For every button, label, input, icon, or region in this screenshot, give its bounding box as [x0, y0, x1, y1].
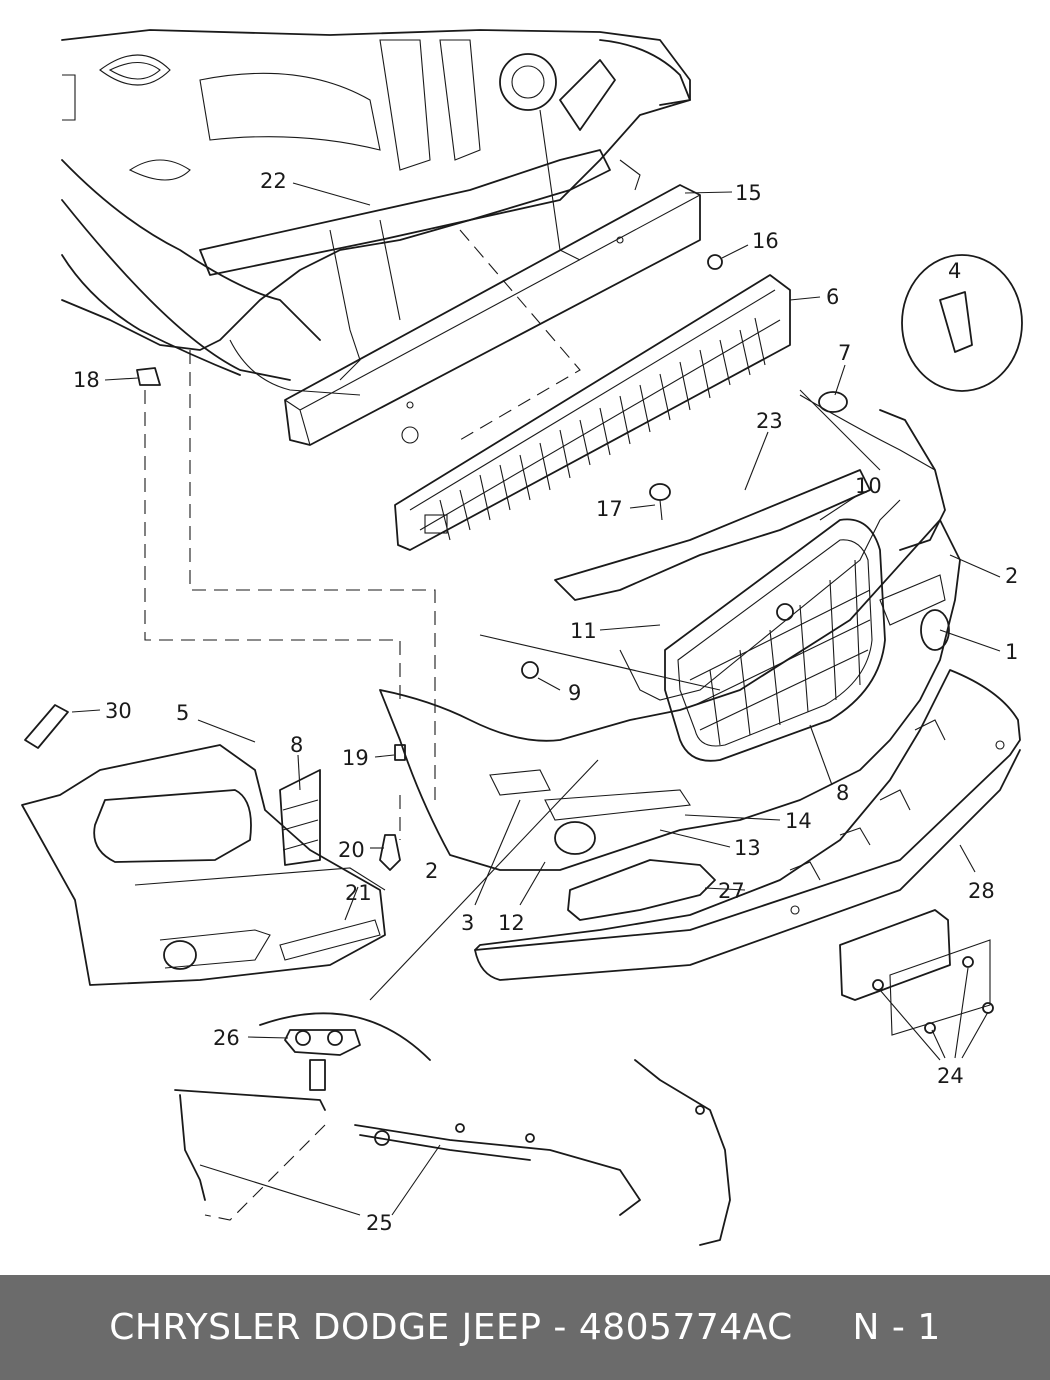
callout-12: 12 [498, 911, 525, 935]
front-fascia [379, 394, 961, 871]
screw-19 [394, 744, 406, 761]
callout-1: 1 [1005, 640, 1018, 664]
grille [664, 518, 886, 762]
callout-7: 7 [838, 341, 851, 365]
washer-detail [259, 1012, 431, 1091]
lower-valance [474, 669, 1021, 981]
callout-16: 16 [752, 229, 779, 253]
callout-20: 20 [338, 838, 365, 862]
body-structure [61, 29, 691, 396]
callout-10: 10 [855, 474, 882, 498]
reinforcement-beam [284, 184, 701, 446]
callout-8-right: 8 [836, 781, 849, 805]
callout-8-left: 8 [290, 733, 303, 757]
callout-2-top: 2 [1005, 564, 1018, 588]
callout-25: 25 [366, 1211, 393, 1235]
callout-30: 30 [105, 699, 132, 723]
callout-4: 4 [948, 259, 961, 283]
callout-17: 17 [596, 497, 623, 521]
callout-26: 26 [213, 1026, 240, 1050]
parts-diagram: 22 15 16 6 4 7 18 23 10 17 2 11 1 9 30 5… [21, 29, 1023, 1246]
footer-part-number: CHRYSLER DODGE JEEP - 4805774AC N - 1 [109, 1307, 941, 1348]
callout-numbers: 22 15 16 6 4 7 18 23 10 17 2 11 1 9 30 5… [73, 169, 1018, 1235]
callout-22: 22 [260, 169, 287, 193]
air-deflector [554, 469, 871, 601]
callout-5: 5 [176, 701, 189, 725]
callout-11: 11 [570, 619, 597, 643]
fog-bezel [567, 859, 716, 921]
washer-hoses [174, 1059, 731, 1246]
srt-fascia [21, 744, 386, 986]
callout-2-bottom: 2 [425, 859, 438, 883]
callout-13: 13 [734, 836, 761, 860]
alignment-lines [144, 229, 881, 1221]
callout-14: 14 [785, 809, 812, 833]
nut-9 [521, 661, 539, 679]
leaders [71, 182, 1001, 1216]
detail-circle-4 [901, 254, 1023, 392]
callout-6: 6 [826, 285, 839, 309]
callout-19: 19 [342, 746, 369, 770]
grommet-18 [136, 367, 161, 386]
screw-20 [379, 834, 401, 871]
callout-27: 27 [718, 879, 745, 903]
pin-17 [649, 483, 671, 501]
callout-3: 3 [461, 911, 474, 935]
license-bracket [839, 909, 994, 1036]
emblem-30 [24, 704, 69, 749]
clip-4 [939, 291, 973, 353]
clip-16 [707, 254, 723, 270]
footer-bar: CHRYSLER DODGE JEEP - 4805774AC N - 1 [0, 1275, 1050, 1380]
push-pin-7 [818, 391, 848, 413]
callout-28: 28 [968, 879, 995, 903]
callout-24: 24 [937, 1064, 964, 1088]
energy-absorber [394, 274, 791, 551]
callout-23: 23 [756, 409, 783, 433]
callout-15: 15 [735, 181, 762, 205]
small-parts [24, 254, 1023, 871]
callout-21: 21 [345, 881, 372, 905]
callout-18: 18 [73, 368, 100, 392]
callout-9: 9 [568, 681, 581, 705]
